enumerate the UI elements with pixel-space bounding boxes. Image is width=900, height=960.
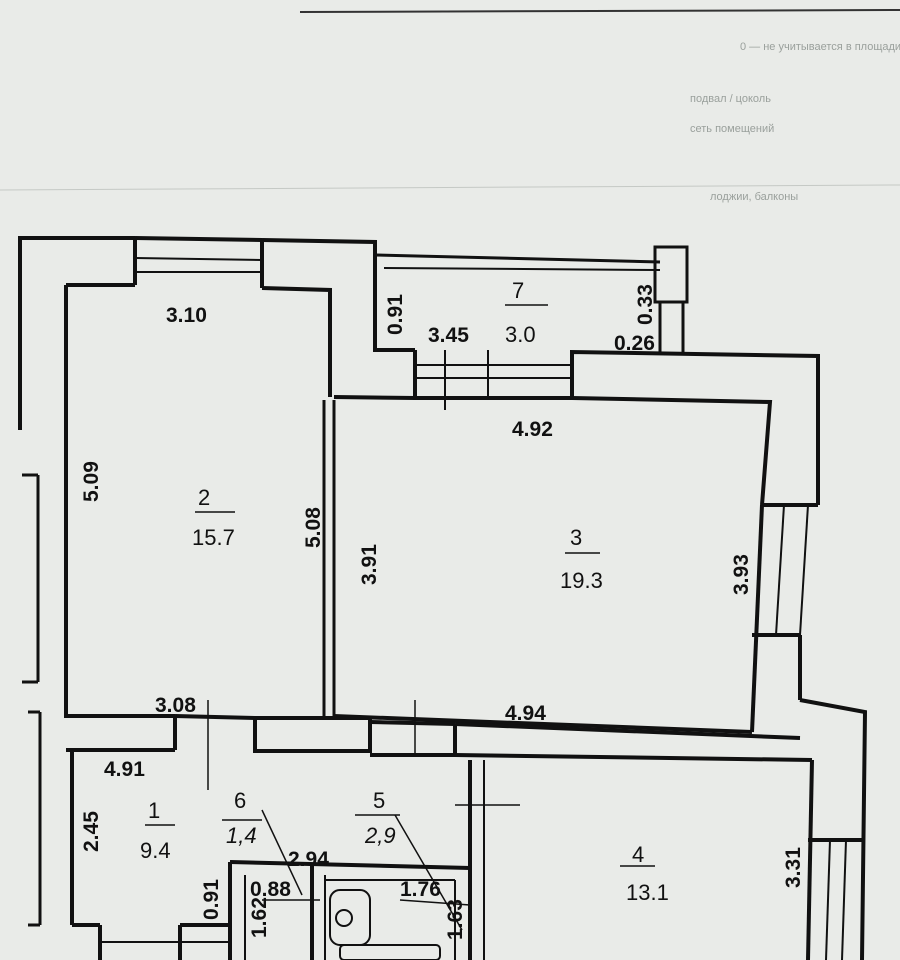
dimension-label: 0.33 [634,284,657,325]
header-line: 0 — не учитывается в площади [740,41,900,53]
dimension-label: 4.94 [505,702,546,725]
document-background-text: 0 — не учитывается в площади подвал / цо… [0,9,900,203]
room-5-number: 5 [373,788,385,813]
dimension-label: 4.91 [104,758,145,781]
room-7-area: 3.0 [505,322,536,347]
dimension-label: 0.88 [250,878,291,901]
dimension-label: 3.10 [166,304,207,327]
dimension-label: 5.08 [302,507,325,548]
room-2-area: 15.7 [192,525,235,550]
dimension-label: 0.91 [200,879,223,920]
room-5-area: 2,9 [364,823,396,848]
dimension-label: 1.63 [444,899,467,940]
dimension-label: 1.62 [248,897,271,938]
header-line: сеть помещений [690,123,774,135]
dimension-label: 3.93 [730,554,753,595]
dimension-label: 1.76 [400,878,441,901]
bathroom-fixtures [329,889,441,960]
room-6-area: 1,4 [226,823,257,848]
bathtub-icon [339,944,441,960]
dimension-label: 3.08 [155,694,196,717]
dimension-label: 3.45 [428,324,469,347]
room-4-number: 4 [632,842,644,867]
dimension-lines [145,304,655,931]
dimension-label: 2.94 [288,848,329,871]
room-3-area: 19.3 [560,568,603,593]
room-1-number: 1 [148,798,160,823]
room-3-number: 3 [570,525,582,550]
room-2-number: 2 [198,485,210,510]
dimension-label: 5.09 [80,461,103,502]
dimension-label: 4.92 [512,418,553,441]
header-line: подвал / цоколь [690,93,771,105]
room-4-area: 13.1 [626,880,669,905]
dimension-label: 0.26 [614,332,655,355]
dimension-label: 2.45 [80,811,103,852]
room-7-number: 7 [512,278,524,303]
room-1-area: 9.4 [140,838,171,863]
dimension-label: 3.31 [782,847,805,888]
dimension-label: 3.91 [358,544,381,585]
dimension-label: 0.91 [384,294,407,335]
dimension-labels: 3.10 0.91 3.45 0.33 0.26 4.92 5.09 5.08 … [80,284,805,940]
room-6-number: 6 [234,788,246,813]
walls [18,236,868,960]
room-labels: 1 9.4 2 15.7 3 19.3 4 13.1 5 2,9 6 1,4 7… [140,278,669,905]
header-line: лоджии, балконы [710,191,798,203]
